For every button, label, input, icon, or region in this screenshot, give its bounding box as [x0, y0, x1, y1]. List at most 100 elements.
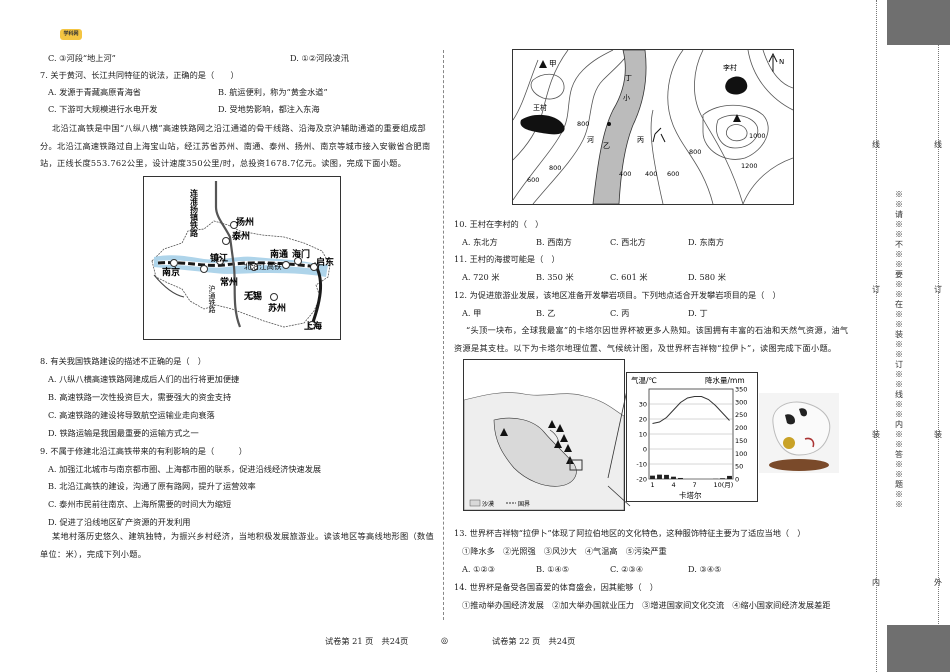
q9-option-d: D. 促进了沿线地区矿产资源的开发利用: [48, 517, 191, 527]
map-label-railway: 连淮扬镇铁路: [189, 188, 199, 238]
q14-stem: 14. 世界杯是备受各国喜爱的体育盛会，因其能够（ ）: [454, 582, 658, 592]
q14-choices: ①推动举办国经济发展 ②加大举办国就业压力 ③增进国家间文化交流 ④缩小国家间经…: [462, 600, 831, 610]
q8-option-a: A. 八纵八横高速铁路网建成后人们的出行将更加便捷: [48, 374, 240, 384]
railway-map: 连淮扬镇铁路 扬州 泰州 南通 海门 启东 南京 镇江 北沿江高铁 常州 无锡 …: [143, 176, 341, 340]
q7-option-d: D. 受地势影响，都注入东海: [218, 104, 320, 114]
contour-label-400b: 400: [619, 170, 631, 178]
mascot-image: [759, 393, 839, 473]
q11-stem: 11. 王村的海拔可能是（ ）: [454, 254, 560, 264]
q13-stem: 13. 世界杯吉祥物“拉伊卜”体现了阿拉伯地区的文化特色，这种服饰特征主要为了适…: [454, 528, 806, 538]
q11-option-b: B. 350 米: [536, 272, 574, 282]
map-label-qidong: 启东: [316, 256, 334, 268]
chart-left-tick: -20: [636, 476, 647, 484]
map-label-taizhou: 泰州: [231, 230, 250, 242]
chart-precip-bar: [671, 476, 676, 479]
map-label-changzhou: 常州: [220, 276, 238, 288]
contour-map: 甲 李村 N 丁 小 王村 河 乙 丙 1000 800 600 400 800…: [512, 49, 794, 205]
chart-right-tick: 150: [735, 437, 747, 445]
map-legend-border: 国界: [518, 501, 530, 508]
q13-choices: ①降水多 ②光照强 ③风沙大 ④气温高 ⑤污染严重: [462, 546, 667, 556]
map-label-suzhou: 苏州: [268, 302, 286, 314]
contour-label-600a: 600: [527, 176, 539, 184]
binding-word-line: 线: [872, 140, 880, 149]
chart-title: 卡塔尔: [679, 490, 702, 500]
binding-outer-word-wai: 外: [934, 578, 942, 587]
q11-option-d: D. 580 米: [688, 272, 726, 282]
q8-option-c: C. 高速铁路的建设将导致航空运输业走向衰落: [48, 410, 215, 420]
binding-outer-word-line: 线: [934, 140, 942, 149]
contour-label-800c: 800: [577, 120, 589, 128]
chart-precip-bar: [664, 474, 669, 479]
binding-word-ding: 订: [872, 285, 880, 294]
q9-stem: 9. 不属于修建北沿江高铁带来的有利影响的是（ ）: [40, 446, 247, 456]
q13-option-d: D. ③④⑤: [688, 564, 722, 574]
q11-option-a: A. 720 米: [462, 272, 500, 282]
binding-warning: ※※请※※不※※要※※在※※装※※订※※线※※内※※答※※题※※: [895, 190, 903, 509]
chart-left-tick: 0: [643, 446, 647, 454]
map-label-shanghai: 上海: [304, 320, 322, 332]
q13-option-c: C. ②③④: [610, 564, 644, 574]
contour-label-bing: 丙: [637, 136, 644, 144]
binding-top-bar: [887, 0, 950, 45]
contour-label-1200: 1200: [741, 162, 758, 170]
footer-right-page: 试卷第 22 页 共24页: [492, 636, 576, 646]
map-label-beiyanjiang: 北沿江高铁: [244, 261, 282, 271]
q12-stem: 12. 为促进旅游业发展，该地区准备开发攀岩项目。下列地点适合开发攀岩项目的是（…: [454, 290, 781, 300]
passage-railway: 北沿江高铁是中国“八纵八横”高速铁路网之沿江通道的骨干线路、沿海及京沪辅助通道的…: [40, 123, 431, 168]
outer-dotted-line: [938, 0, 939, 672]
brand-logo: 学科网: [60, 29, 82, 40]
contour-label-xiao: 小: [623, 93, 630, 102]
q12-option-c: C. 丙: [610, 308, 630, 318]
q7-option-a: A. 发源于青藏高原青海省: [48, 87, 141, 97]
contour-label-wangcun: 王村: [533, 103, 547, 112]
q10-option-b: B. 西南方: [536, 237, 572, 247]
footer-left-page: 试卷第 21 页 共24页: [325, 636, 409, 646]
chart-left-axis-label: 气温/℃: [631, 375, 657, 385]
q11-option-c: C. 601 米: [610, 272, 648, 282]
chart-precip-bar: [727, 475, 732, 479]
q9-option-c: C. 泰州市民前往南京、上海所需要的时间大为缩短: [48, 499, 232, 509]
inner-dotted-line: [876, 0, 877, 672]
map-label-hutong: 沪通铁路: [208, 284, 216, 314]
map-legend-desert: 沙漠: [482, 500, 494, 508]
chart-left-tick: -10: [636, 461, 647, 469]
chart-grid: [648, 388, 734, 480]
contour-label-ding: 丁: [625, 74, 632, 82]
map-label-nantong: 南通: [270, 248, 288, 260]
q8-option-d: D. 铁路运输是我国最重要的运输方式之一: [48, 428, 199, 438]
passage-qatar: “头顶一块布，全球我最富”的卡塔尔因世界杯被更多人熟知。该国拥有丰富的石油和天然…: [454, 325, 849, 353]
q6-option-c: C. ③河段“地上河”: [48, 53, 116, 63]
binding-bottom-bar: [887, 625, 950, 672]
footer-center-mark: ◎: [441, 635, 449, 645]
chart-temperature-line: [652, 396, 730, 424]
contour-label-licun: 李村: [723, 63, 737, 72]
map-label-haimen: 海门: [292, 248, 310, 260]
contour-label-800b: 800: [689, 148, 701, 156]
binding-outer-word-zhuang: 装: [934, 430, 942, 439]
binding-word-zhuang: 装: [872, 430, 880, 439]
q8-stem: 8. 有关我国铁路建设的描述不正确的是（ ）: [40, 356, 206, 366]
q7-stem: 7. 关于黄河、长江共同特征的说法，正确的是（ ）: [40, 70, 239, 80]
q12-option-a: A. 甲: [462, 308, 482, 318]
chart-x-tick: 7: [693, 481, 697, 489]
chart-x-tick: 1: [651, 481, 655, 489]
chart-x-tick: 10(月): [714, 481, 734, 489]
binding-margin: ※※请※※不※※要※※在※※装※※订※※线※※内※※答※※题※※ 线 订 装 内…: [862, 0, 950, 672]
contour-label-north: N: [779, 58, 784, 66]
q13-option-b: B. ①④⑤: [536, 564, 570, 574]
map-label-nanjing: 南京: [162, 266, 180, 278]
q13-option-a: A. ①②③: [462, 564, 496, 574]
q7-option-c: C. 下游可大规模进行水电开发: [48, 104, 158, 114]
chart-right-tick: 0: [735, 476, 739, 484]
contour-label-800a: 800: [549, 164, 561, 172]
q6-option-d: D. ①②河段凌汛: [290, 53, 349, 63]
q10-option-d: D. 东南方: [688, 237, 725, 247]
passage-village: 某地村落历史悠久、建筑独特，为振兴乡村经济，当地积极发展旅游业。读该地区等高线地…: [40, 531, 434, 559]
contour-label-600b: 600: [667, 170, 679, 178]
chart-precip-bars: [650, 474, 732, 479]
q12-option-b: B. 乙: [536, 308, 556, 318]
